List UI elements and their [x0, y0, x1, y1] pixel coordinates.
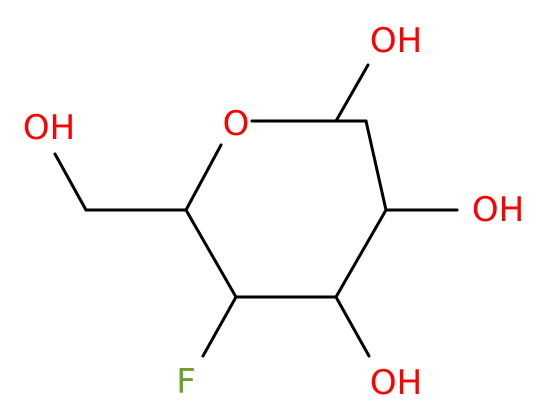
bond-c6-ring-o: [184, 143, 223, 212]
bond-c2-c3: [364, 119, 388, 212]
hydroxymethyl-hydroxyl-label: OH: [23, 108, 75, 148]
fluorine-label: F: [176, 362, 196, 402]
anomeric-hydroxyl-label: OH: [370, 21, 422, 61]
bond-c5-c6: [184, 208, 238, 299]
c2-hydroxyl-label: OH: [472, 190, 524, 230]
bond-c5-fluorine: [201, 295, 238, 358]
bond-c4-oh: [334, 295, 371, 358]
bond-c3-c4: [334, 208, 388, 299]
bond-c2-anomeric-oh: [334, 63, 370, 123]
bond-ch2-oh: [53, 152, 88, 212]
ring-oxygen-label: O: [223, 104, 250, 144]
c3-hydroxyl-label: OH: [370, 363, 422, 403]
